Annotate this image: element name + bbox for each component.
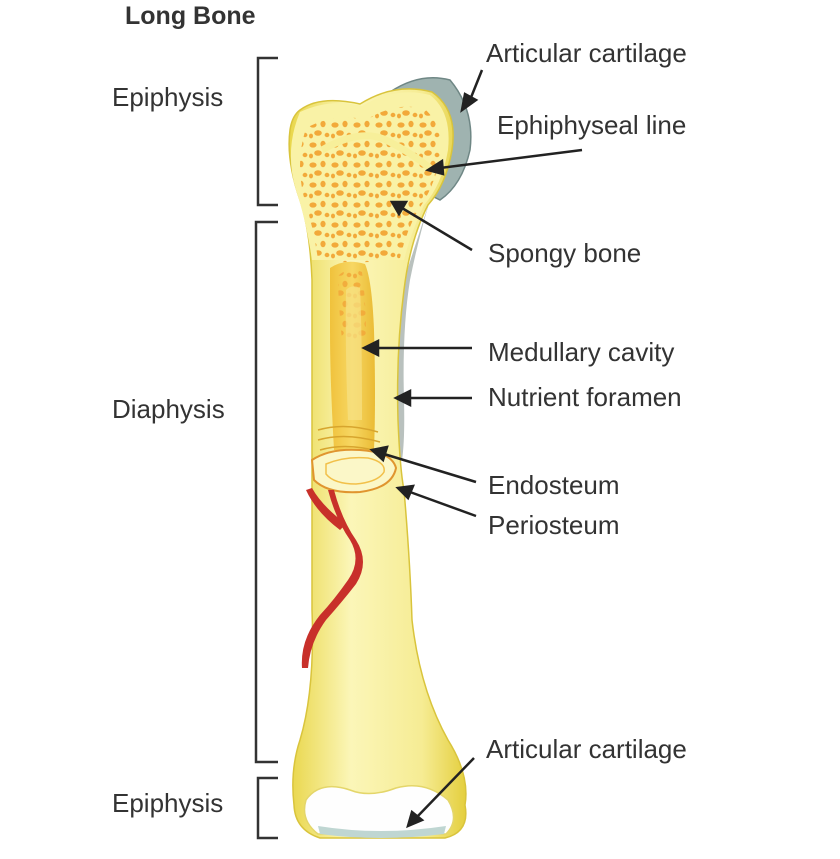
region-brackets [254, 56, 278, 840]
nutrient-vessel [301, 490, 363, 668]
epiphyseal-line [320, 132, 433, 171]
label-articular-cartilage-bottom: Articular cartilage [486, 734, 687, 764]
pointer-spongy [401, 206, 473, 252]
region-label-epiphysis-bottom: Epiphysis [112, 788, 224, 818]
pointer-endosteum [383, 452, 477, 484]
label-epiphyseal-line: Ephiphyseal line [497, 110, 687, 140]
page-title: Long Bone [125, 2, 256, 30]
bracket-epiphysis-bottom [256, 776, 278, 840]
bracket-diaphysis [254, 220, 278, 764]
articular-cartilage-bottom [318, 826, 446, 838]
label-nutrient-foramen: Nutrient foramen [488, 382, 682, 412]
label-articular-cartilage-top: Articular cartilage [486, 38, 687, 68]
label-medullary-cavity: Medullary cavity [488, 337, 675, 367]
label-endosteum: Endosteum [488, 470, 620, 500]
pointer-articular-top [468, 69, 484, 101]
medullary-inner [345, 286, 362, 420]
region-label-epiphysis-top: Epiphysis [112, 82, 224, 112]
spongy-bone [300, 106, 441, 263]
periosteum-rim [396, 200, 430, 460]
pointer-periosteum [409, 490, 477, 518]
label-periosteum: Periosteum [488, 510, 620, 540]
vessel-branch [306, 488, 346, 530]
bracket-epiphysis-top [256, 56, 278, 207]
distal-condyles [303, 785, 455, 835]
region-label-diaphysis: Diaphysis [112, 394, 225, 424]
pointer-articular-bottom [415, 757, 475, 819]
pointer-lines [361, 69, 583, 829]
pointer-epiphyseal [439, 148, 583, 170]
label-spongy-bone: Spongy bone [488, 238, 642, 268]
cross-section-inner [325, 456, 385, 485]
